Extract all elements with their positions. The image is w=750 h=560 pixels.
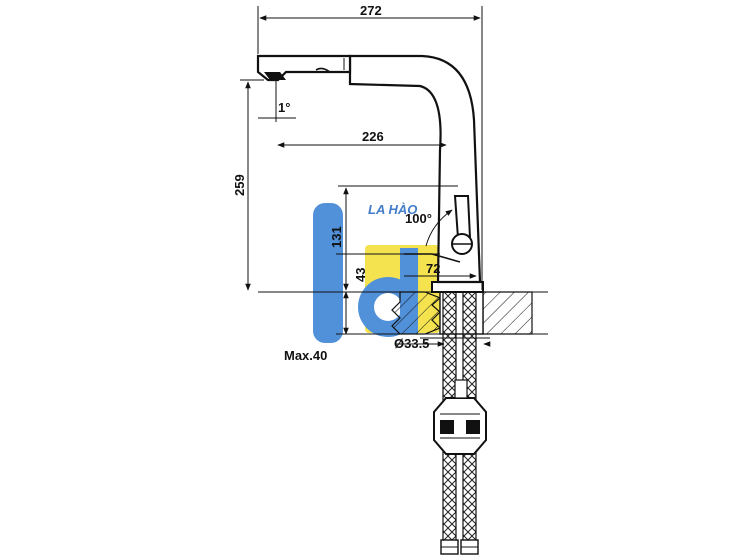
dim-label-131: 131 xyxy=(329,226,344,248)
dim-label-100deg: 100° xyxy=(405,211,432,226)
dim-label-226: 226 xyxy=(362,129,384,144)
dim-label-72: 72 xyxy=(426,261,440,276)
dim-label-259: 259 xyxy=(232,174,247,196)
faucet-body xyxy=(256,54,484,293)
dim-lever-angle: 100° xyxy=(405,209,453,247)
logo-blue-bar xyxy=(313,203,343,343)
logo-text: LA HÀO xyxy=(368,202,417,217)
dim-label-1deg: 1° xyxy=(278,100,290,115)
dim-hole-diameter: Ø33.5 xyxy=(394,336,491,351)
hose-weight xyxy=(433,379,487,455)
dim-label-hole: Ø33.5 xyxy=(394,336,429,351)
dim-lever-height: 131 xyxy=(329,185,458,291)
countertop xyxy=(258,291,548,335)
dim-spout-reach: 226 xyxy=(277,129,447,148)
dim-label-max40: Max.40 xyxy=(284,348,327,363)
dim-total-height: 259 xyxy=(232,79,264,291)
dim-lever-length: 72 xyxy=(404,253,477,279)
logo-inner-circle xyxy=(374,293,402,321)
dim-spout-angle: 1° xyxy=(258,80,296,122)
dim-label-43: 43 xyxy=(353,268,368,282)
faucet-lever xyxy=(451,195,473,255)
dim-overall-width: 272 xyxy=(257,3,483,290)
dim-label-272: 272 xyxy=(360,3,382,18)
dim-countertop-thickness: Max.40 xyxy=(284,291,349,363)
